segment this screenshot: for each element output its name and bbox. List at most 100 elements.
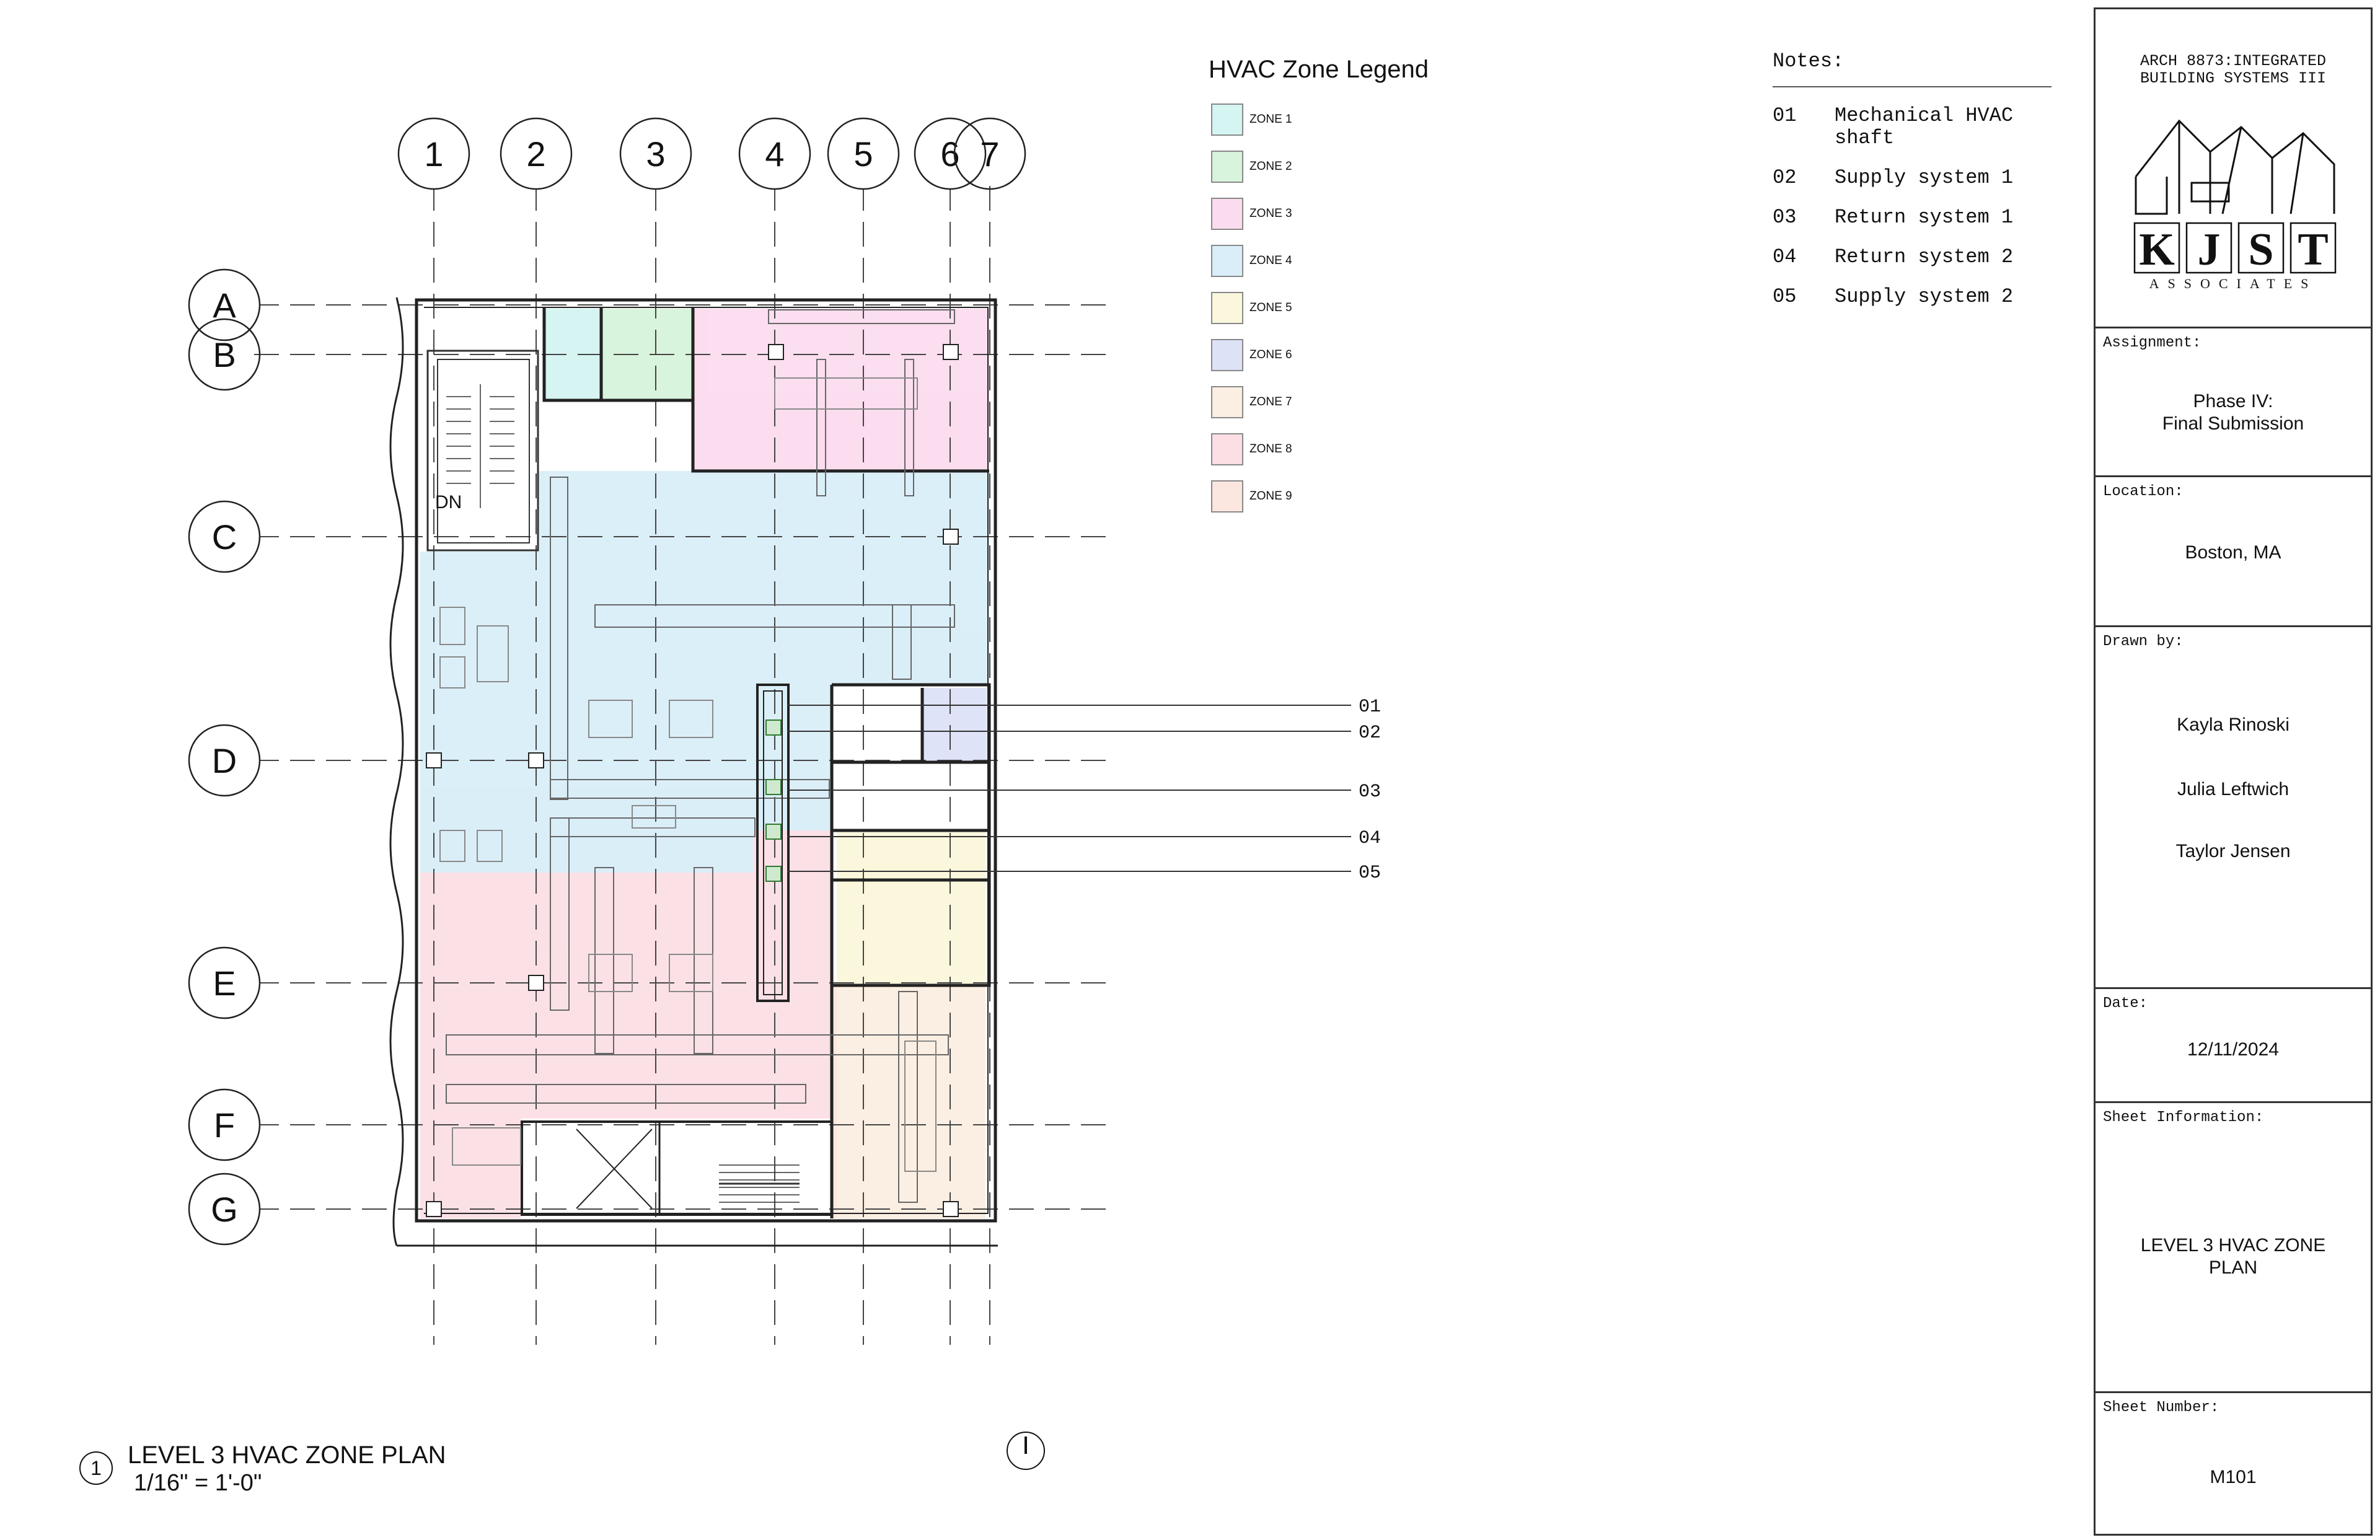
grid-col-2-bubble: 2 [500,117,573,190]
grid-row-c-bubble: C [188,500,261,573]
shaft-risers [765,719,782,882]
assignment-line-2: Final Submission [2162,413,2304,434]
grid-row-c-label: C [212,517,237,557]
legend-label: ZONE 5 [1250,301,1292,314]
ductwork [446,309,955,1203]
firm-logo: K J S T [2133,119,2337,275]
legend-label: ZONE 7 [1250,395,1292,408]
grid-row-d-label: D [212,741,237,780]
grid-col-5-bubble: 5 [827,117,900,190]
date-value: 12/11/2024 [2187,1039,2279,1060]
legend-label: ZONE 4 [1250,254,1292,267]
assignment-line-1: Phase IV: [2193,391,2273,411]
stair-south [719,1164,800,1203]
note-item: 03 Return system 1 [1773,206,2052,229]
course-line-1: ARCH 8873:INTEGRATED [2140,52,2327,70]
zone-8-area [420,830,832,1218]
drawing-number: 1 [79,1451,113,1485]
grid-col-1-label: 1 [424,134,443,174]
firm-name: ASSOCIATES [2149,276,2317,291]
legend-item: ZONE 9 [1209,473,1531,520]
note-number: 01 [1773,104,1797,127]
callout-02: 02 [1359,723,1381,744]
drawn-by-cell: Drawn by: Kayla Rinoski Julia Leftwich T… [2096,625,2371,987]
grid-bubbles: 1 2 3 4 5 6 7 A B C D E F G [188,117,1026,1246]
note-number: 02 [1773,166,1797,189]
grid-row-e-bubble: E [188,946,261,1019]
zone-7-area [837,985,985,1218]
notes-title: Notes: [1773,50,2052,87]
grid-row-d-bubble: D [188,724,261,797]
note-number: 03 [1773,206,1797,229]
grid-col-7-label: 7 [980,134,999,174]
legend-swatch [1211,386,1243,418]
grid-row-f-label: F [214,1106,235,1145]
drawn-by-name-3: Taylor Jensen [2175,841,2291,861]
drawn-by-label: Drawn by: [2103,633,2184,650]
legend-item: ZONE 6 [1209,332,1531,379]
zone-fills [420,309,989,1218]
sheet-number-label: Sheet Number: [2103,1399,2219,1416]
location-label: Location: [2103,483,2184,500]
course-line-2: BUILDING SYSTEMS III [2140,69,2327,87]
grid-row-f-bubble: F [188,1088,261,1161]
grid-row-a-bubble: A [188,268,261,341]
grid-col-3-label: 3 [646,134,665,174]
note-number: 05 [1773,285,1797,308]
legend-swatch [1211,103,1243,136]
grid-col-3-bubble: 3 [619,117,692,190]
grid-row-g-bubble: G [188,1173,261,1246]
grid-row-e-label: E [213,964,236,1003]
legend-label: ZONE 1 [1250,113,1292,126]
zone-4-area [420,471,989,873]
logo-letter-s: S [2248,224,2273,275]
drawing-scale: 1/16" = 1'-0" [134,1470,262,1496]
legend-item: ZONE 1 [1209,96,1531,143]
legend-title: HVAC Zone Legend [1209,56,1429,83]
title-block: ARCH 8873:INTEGRATED BUILDING SYSTEMS II… [2094,7,2373,1536]
legend-swatch [1211,198,1243,230]
callout-03: 03 [1359,781,1381,803]
legend-label: ZONE 3 [1250,207,1292,220]
sheet-info-line-1: LEVEL 3 HVAC ZONE [2140,1235,2326,1256]
legend-item: ZONE 5 [1209,284,1531,332]
legend-swatch [1211,292,1243,324]
grid-col-1-bubble: 1 [397,117,470,190]
sheet-info-label: Sheet Information: [2103,1109,2264,1126]
legend-swatch [1211,433,1243,465]
sheet-info-line-2: PLAN [2208,1257,2258,1278]
assignment-label: Assignment: [2103,335,2202,351]
grid-row-b-label: B [213,335,236,374]
zone-6-area [922,688,987,762]
location-value: Boston, MA [2185,542,2281,563]
legend-list: ZONE 1 ZONE 2 ZONE 3 ZONE 4 ZONE 5 ZONE 6 ZONE… [1209,96,1531,520]
grid-col-7-bubble: 7 [953,117,1026,190]
north-arrow-icon [1007,1432,1045,1470]
legend-swatch [1211,480,1243,513]
legend-item: ZONE 8 [1209,426,1531,473]
note-text: Return system 1 [1835,206,2014,229]
legend-item: ZONE 2 [1209,143,1531,190]
grid-col-5-label: 5 [853,134,873,174]
sheet-number-cell: Sheet Number: M101 [2096,1391,2371,1534]
drawing-name: LEVEL 3 HVAC ZONE PLAN [128,1441,446,1469]
grid-row-b-bubble: B [188,318,261,391]
legend-label: ZONE 9 [1250,490,1292,503]
course-title: ARCH 8873:INTEGRATED BUILDING SYSTEMS II… [2096,53,2371,87]
furniture [439,377,937,1172]
callout-05: 05 [1359,863,1381,884]
grid-col-4-bubble: 4 [738,117,811,190]
grid-col-4-label: 4 [765,134,784,174]
logo-letter-k: K [2139,224,2175,275]
legend-label: ZONE 6 [1250,348,1292,361]
note-text: Supply system 1 [1835,166,2014,189]
interior-walls [521,307,991,1218]
stair-dn-label: DN [435,492,462,513]
zone-3-area [693,309,989,471]
legend-swatch [1211,151,1243,183]
